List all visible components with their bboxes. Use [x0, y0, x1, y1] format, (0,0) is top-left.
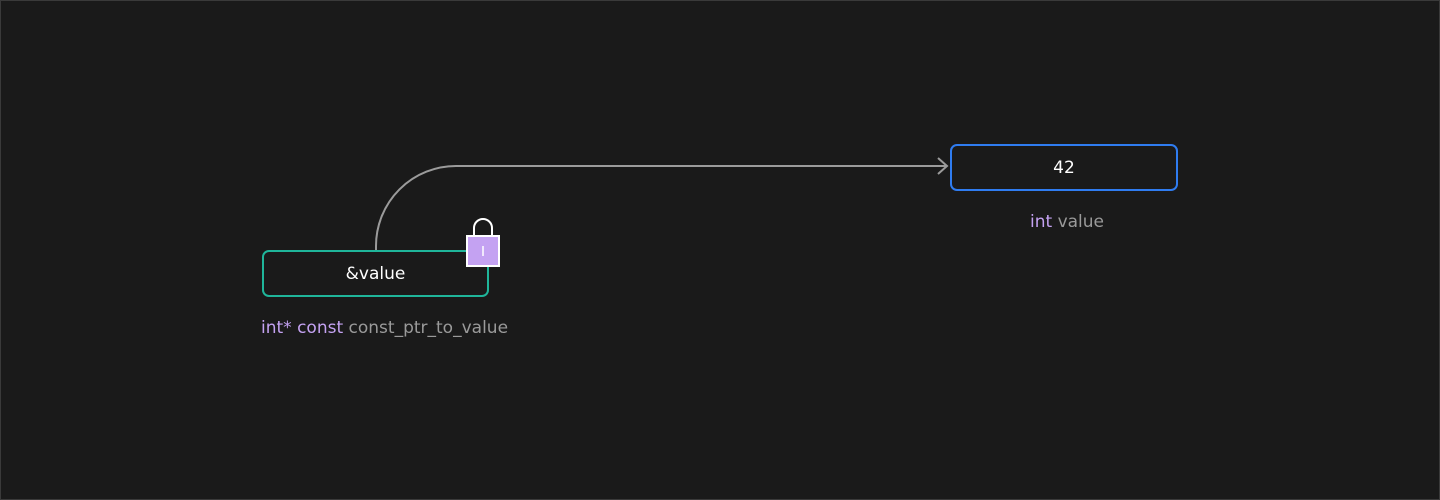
arrow-line: [375, 165, 946, 250]
arrow-head: [937, 157, 949, 175]
pointer-box: &value: [262, 250, 489, 297]
pointer-caption: int* const const_ptr_to_value: [261, 318, 508, 338]
pointer-qualifier: const: [297, 318, 344, 338]
value-type: int: [1030, 212, 1053, 232]
value-box: 42: [950, 144, 1178, 191]
value-caption: int value: [1030, 212, 1104, 232]
value-content: 42: [1053, 157, 1075, 178]
value-name: value: [1057, 212, 1105, 232]
pointer-value: &value: [345, 263, 406, 284]
pointer-name: const_ptr_to_value: [348, 318, 509, 338]
pointer-type: int*: [261, 318, 292, 338]
lock-icon: [466, 218, 500, 267]
